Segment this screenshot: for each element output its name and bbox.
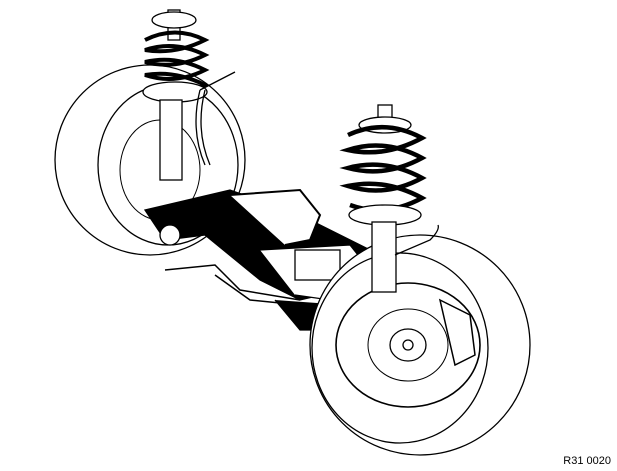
right-strut-spring <box>339 104 439 293</box>
right-brake-disc <box>335 282 481 408</box>
left-strut-spring <box>142 9 236 181</box>
subframe <box>143 188 386 331</box>
figure-reference-code: R31 0020 <box>563 455 611 467</box>
